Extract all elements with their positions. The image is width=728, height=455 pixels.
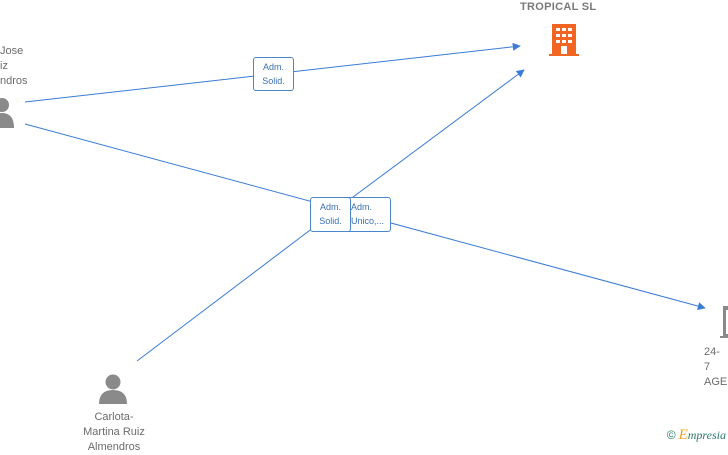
edge-label-line: Adm.: [351, 202, 373, 212]
edge-hub-to-tropical: [344, 69, 525, 204]
edge-label-line: Unico,...: [351, 216, 385, 226]
person-name-carlota[interactable]: Carlota- Martina Ruiz Almendros: [64, 410, 164, 455]
company-name-line: AGE: [704, 376, 728, 388]
person-name-line: Almendros: [87, 441, 141, 453]
edge-carlota-to-hub: [136, 214, 331, 362]
company-name-tropical[interactable]: TROPICAL SL: [520, 1, 597, 13]
person-name-line: Jose: [0, 45, 24, 57]
edge-label-line: Adm.: [262, 62, 284, 72]
person-name-line: Martina Ruiz: [83, 426, 145, 438]
edge-label-line: Solid.: [319, 216, 342, 226]
edge-label-line: Solid.: [262, 76, 285, 86]
building-icon[interactable]: [720, 306, 728, 338]
person-name-line: iz: [0, 60, 8, 72]
person-icon[interactable]: [0, 98, 14, 128]
brand-name: mpresia: [687, 428, 726, 442]
copyright-symbol: ©: [666, 428, 676, 442]
person-name-line: ndros: [0, 75, 28, 87]
building-icon[interactable]: [549, 24, 579, 56]
company-name-age[interactable]: 24- 7 AGE: [704, 345, 728, 390]
company-name-line: 24- 7: [704, 346, 720, 373]
edge-label-adm-solid[interactable]: Adm. Solid.: [310, 197, 351, 232]
edge-label-line: Adm.: [319, 202, 341, 212]
person-name-jose[interactable]: Jose iz ndros: [0, 44, 28, 89]
edge-label-adm-solid[interactable]: Adm. Solid.: [253, 57, 294, 91]
person-name-line: Carlota-: [94, 411, 134, 423]
brand-logo[interactable]: © Empresia: [667, 427, 726, 444]
brand-initial: E: [678, 427, 688, 443]
person-icon[interactable]: [99, 374, 127, 405]
